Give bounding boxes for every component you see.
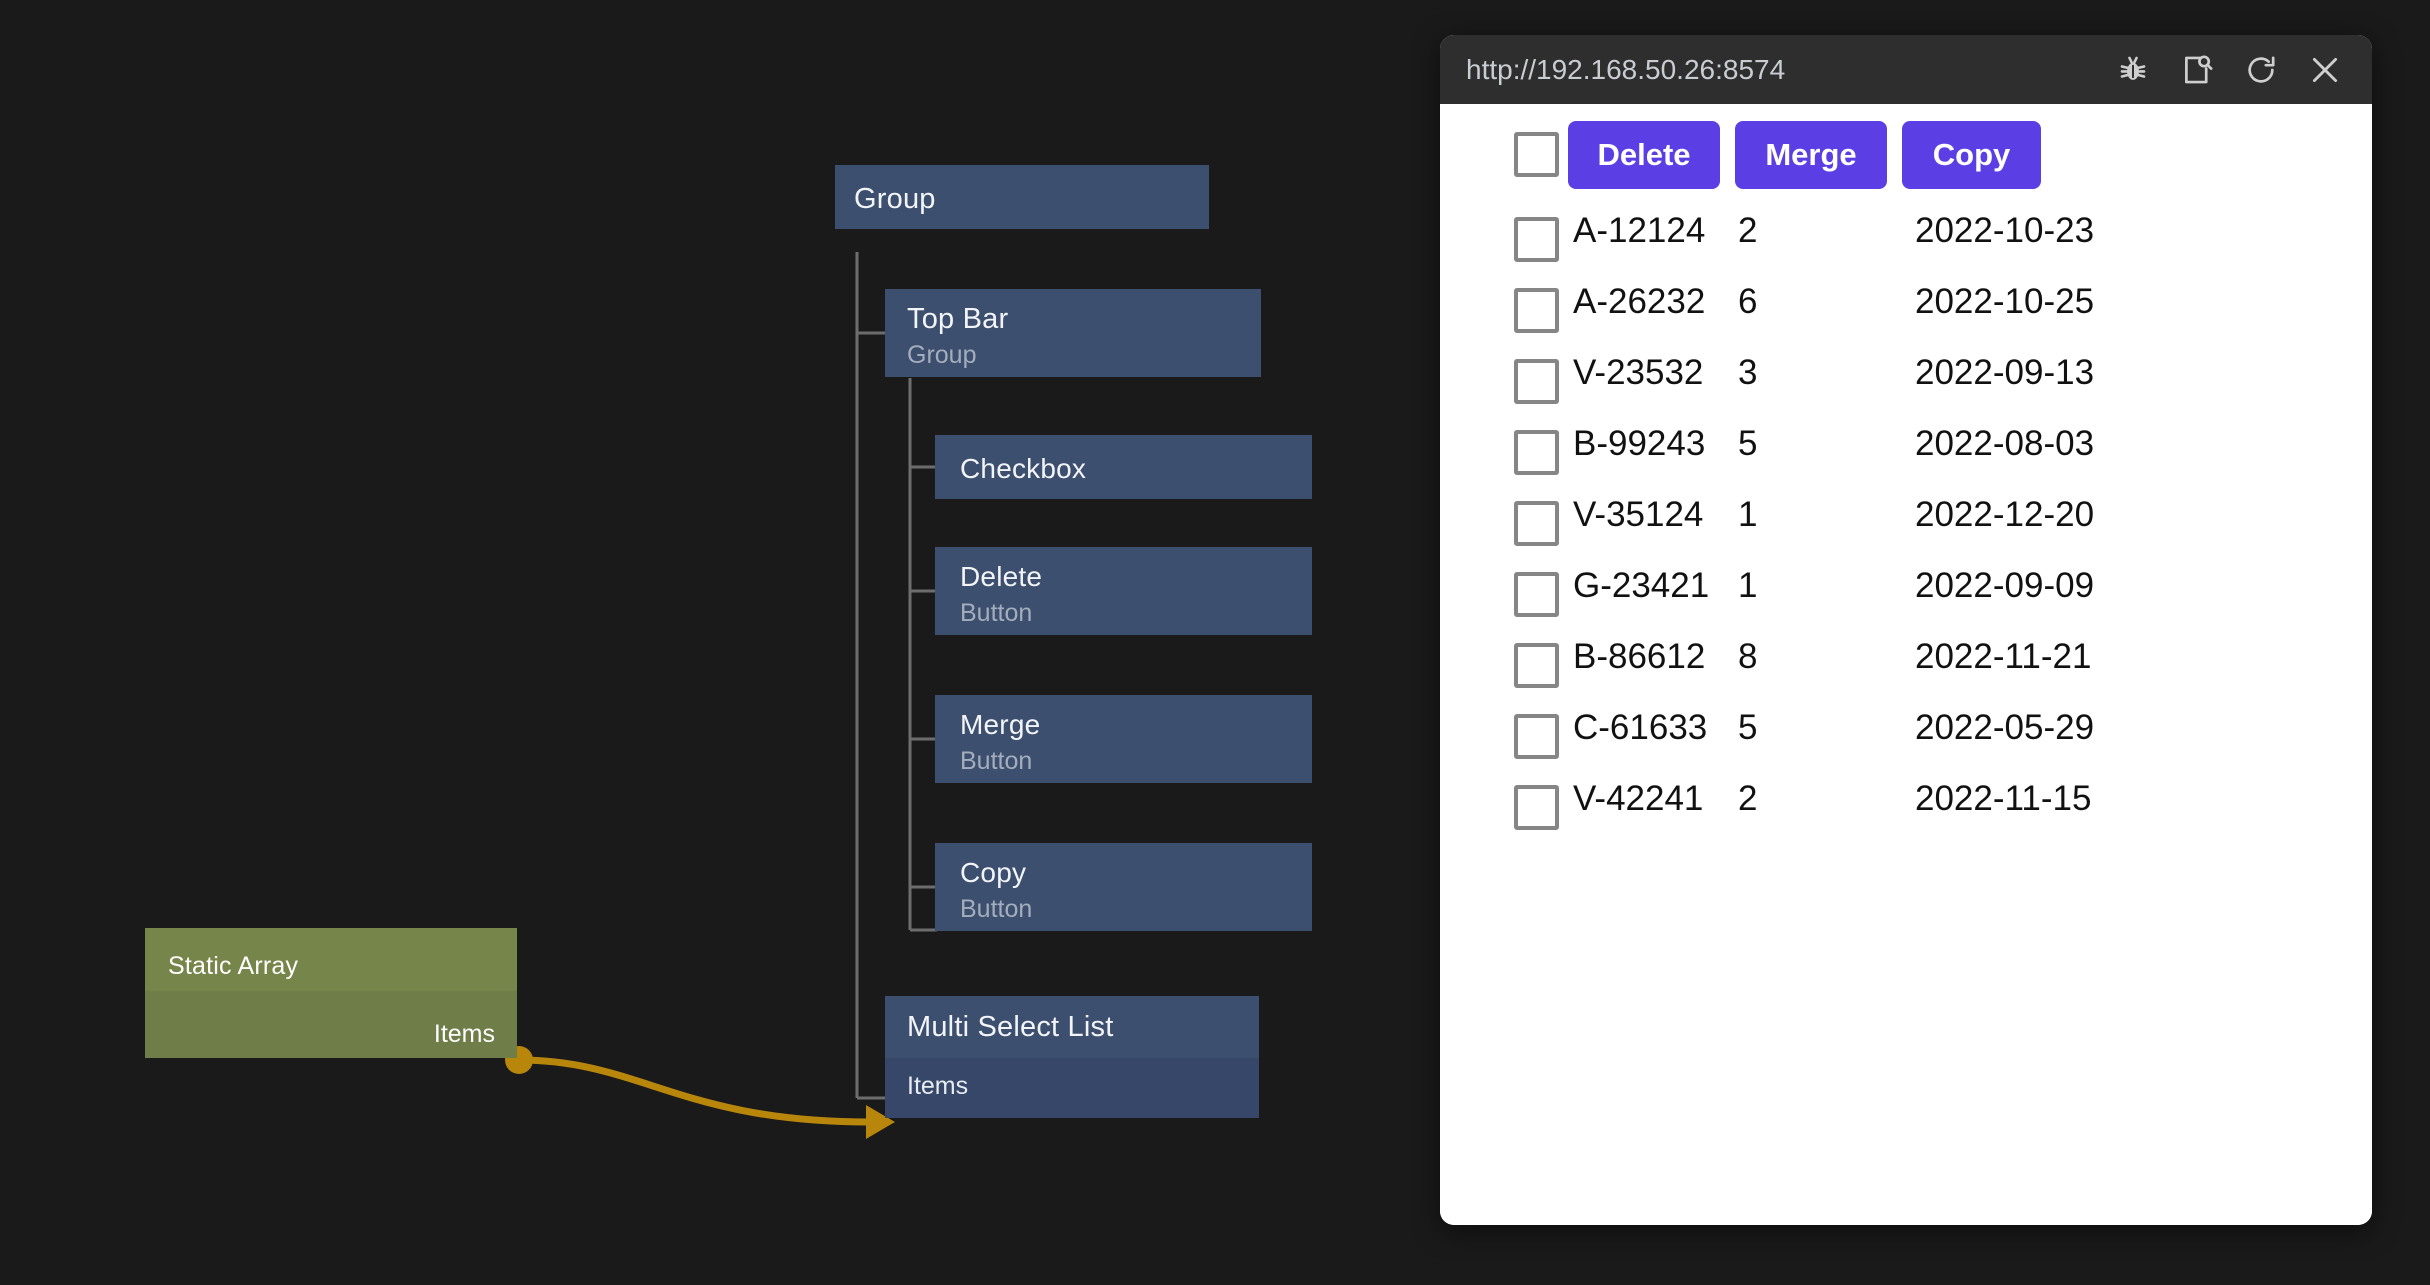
cell-date: 2022-09-13 xyxy=(1915,353,2095,392)
cell-date: 2022-08-03 xyxy=(1915,424,2095,463)
cell-date: 2022-12-20 xyxy=(1915,495,2095,534)
node-top-bar[interactable]: Top Bar Group xyxy=(885,289,1261,377)
cell-date: 2022-10-23 xyxy=(1915,211,2095,250)
table-row[interactable]: B-99243 5 2022-08-03 xyxy=(1440,419,2372,490)
table-row[interactable]: C-61633 5 2022-05-29 xyxy=(1440,703,2372,774)
bug-icon[interactable] xyxy=(2116,53,2150,87)
port-items-output[interactable]: Items xyxy=(433,1020,495,1048)
cell-quantity: 8 xyxy=(1738,637,1758,676)
node-delete-button[interactable]: Delete Button xyxy=(935,547,1312,635)
cell-quantity: 2 xyxy=(1738,779,1758,818)
cell-id: G-23421 xyxy=(1573,566,1710,605)
table-row[interactable]: V-23532 3 2022-09-13 xyxy=(1440,348,2372,419)
node-title: Static Array xyxy=(168,952,299,980)
table-row[interactable]: V-42241 2 2022-11-15 xyxy=(1440,774,2372,845)
cell-date: 2022-11-15 xyxy=(1915,779,2092,818)
cell-quantity: 2 xyxy=(1738,211,1758,250)
node-static-array[interactable]: Static Array Items xyxy=(145,928,517,1058)
node-title: Top Bar xyxy=(907,303,1009,335)
cell-date: 2022-10-25 xyxy=(1915,282,2095,321)
connection-edge xyxy=(505,1046,895,1139)
cell-quantity: 5 xyxy=(1738,424,1758,463)
cell-date: 2022-09-09 xyxy=(1915,566,2095,605)
node-title: Delete xyxy=(960,561,1043,592)
copy-button[interactable]: Copy xyxy=(1902,121,2041,189)
node-subtitle: Button xyxy=(960,895,1033,923)
node-title: Merge xyxy=(960,709,1041,740)
cell-id: A-12124 xyxy=(1573,211,1706,250)
cell-id: B-86612 xyxy=(1573,637,1706,676)
cell-date: 2022-05-29 xyxy=(1915,708,2095,747)
node-copy-button[interactable]: Copy Button xyxy=(935,843,1312,931)
cell-id: V-42241 xyxy=(1573,779,1704,818)
node-subtitle: Button xyxy=(960,747,1033,775)
node-title: Group xyxy=(854,183,936,215)
merge-button[interactable]: Merge xyxy=(1735,121,1887,189)
cell-date: 2022-11-21 xyxy=(1915,637,2092,676)
close-icon[interactable] xyxy=(2308,53,2342,87)
cell-quantity: 6 xyxy=(1738,282,1758,321)
inspect-element-icon[interactable] xyxy=(2180,53,2214,87)
preview-title-bar: http://192.168.50.26:8574 xyxy=(1440,35,2372,104)
cell-id: C-61633 xyxy=(1573,708,1708,747)
delete-button[interactable]: Delete xyxy=(1568,121,1720,189)
select-all-checkbox[interactable] xyxy=(1514,132,1559,177)
cell-quantity: 3 xyxy=(1738,353,1758,392)
node-subtitle: Button xyxy=(960,599,1033,627)
node-merge-button[interactable]: Merge Button xyxy=(935,695,1312,783)
cell-quantity: 1 xyxy=(1738,566,1758,605)
node-title: Checkbox xyxy=(960,453,1087,484)
table-row[interactable]: B-86612 8 2022-11-21 xyxy=(1440,632,2372,703)
table-toolbar: Delete Merge Copy xyxy=(1440,104,2372,206)
row-checkbox[interactable] xyxy=(1514,288,1559,333)
node-title: Copy xyxy=(960,857,1027,888)
node-title: Multi Select List xyxy=(907,1011,1114,1043)
url-label: http://192.168.50.26:8574 xyxy=(1466,53,1786,85)
row-checkbox[interactable] xyxy=(1514,572,1559,617)
node-multi-select-list[interactable]: Multi Select List Items xyxy=(885,996,1259,1118)
row-checkbox[interactable] xyxy=(1514,430,1559,475)
reload-icon[interactable] xyxy=(2244,53,2278,87)
table-row[interactable]: A-26232 6 2022-10-25 xyxy=(1440,277,2372,348)
port-items-input[interactable]: Items xyxy=(907,1072,969,1100)
node-group[interactable]: Group xyxy=(835,165,1209,229)
row-checkbox[interactable] xyxy=(1514,217,1559,262)
table-row[interactable]: G-23421 1 2022-09-09 xyxy=(1440,561,2372,632)
row-checkbox[interactable] xyxy=(1514,501,1559,546)
node-subtitle: Group xyxy=(907,341,977,369)
cell-id: B-99243 xyxy=(1573,424,1706,463)
row-checkbox[interactable] xyxy=(1514,714,1559,759)
cell-quantity: 1 xyxy=(1738,495,1758,534)
table-row[interactable]: A-12124 2 2022-10-23 xyxy=(1440,206,2372,277)
cell-id: V-35124 xyxy=(1573,495,1704,534)
cell-id: A-26232 xyxy=(1573,282,1706,321)
row-checkbox[interactable] xyxy=(1514,643,1559,688)
row-checkbox[interactable] xyxy=(1514,359,1559,404)
node-port-band xyxy=(885,1058,1259,1118)
cell-id: V-23532 xyxy=(1573,353,1704,392)
browser-preview-panel[interactable]: http://192.168.50.26:8574 xyxy=(1440,35,2372,1225)
node-port-band xyxy=(145,991,517,1058)
cell-quantity: 5 xyxy=(1738,708,1758,747)
row-checkbox[interactable] xyxy=(1514,785,1559,830)
table-row[interactable]: V-35124 1 2022-12-20 xyxy=(1440,490,2372,561)
node-checkbox[interactable]: Checkbox xyxy=(935,435,1312,499)
